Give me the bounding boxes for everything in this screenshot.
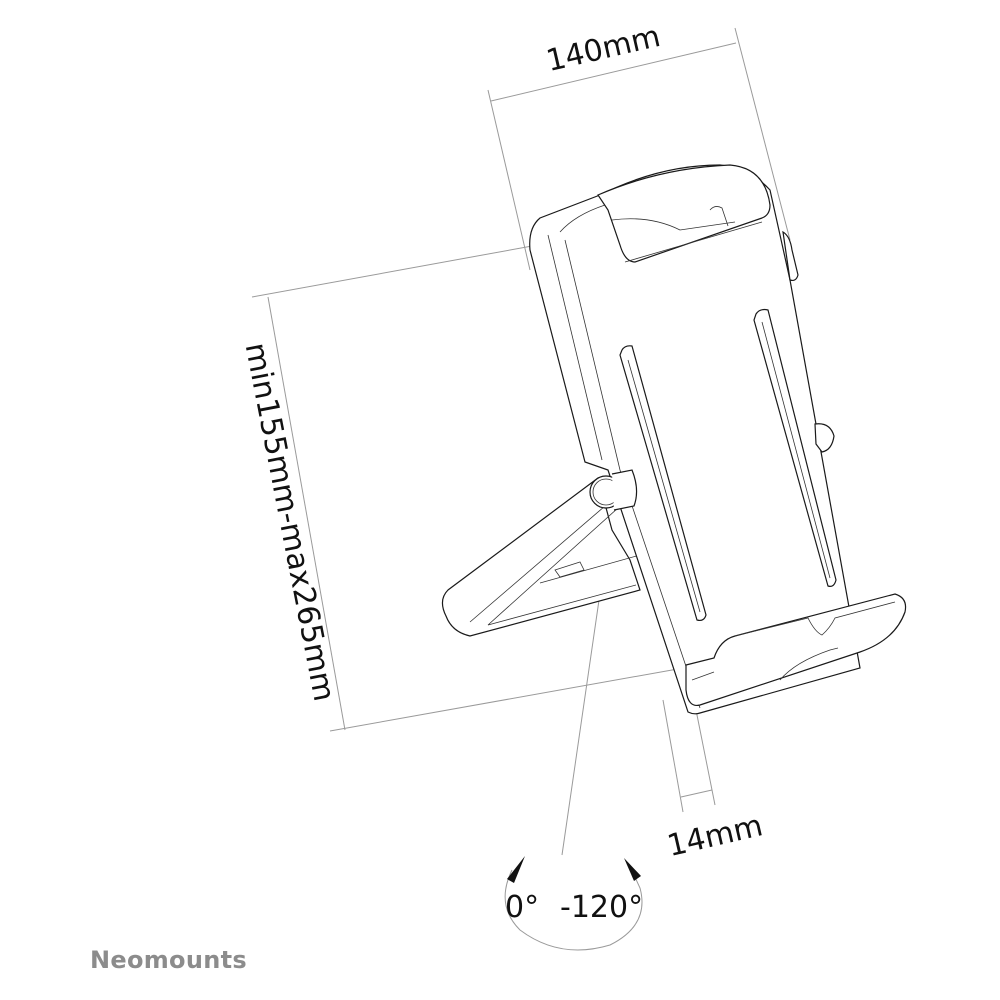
tilt-indicator: [504, 856, 643, 951]
arrow-right-icon: [624, 858, 641, 881]
width-dimension: [487, 27, 791, 271]
kickstand: [441, 476, 641, 637]
tilt-max-label: -120°: [560, 890, 644, 925]
tilt-min-label: 0°: [505, 890, 540, 925]
holder-body: [529, 164, 907, 715]
brand-logo: Neomounts: [90, 946, 247, 974]
arrow-left-icon: [507, 856, 525, 883]
